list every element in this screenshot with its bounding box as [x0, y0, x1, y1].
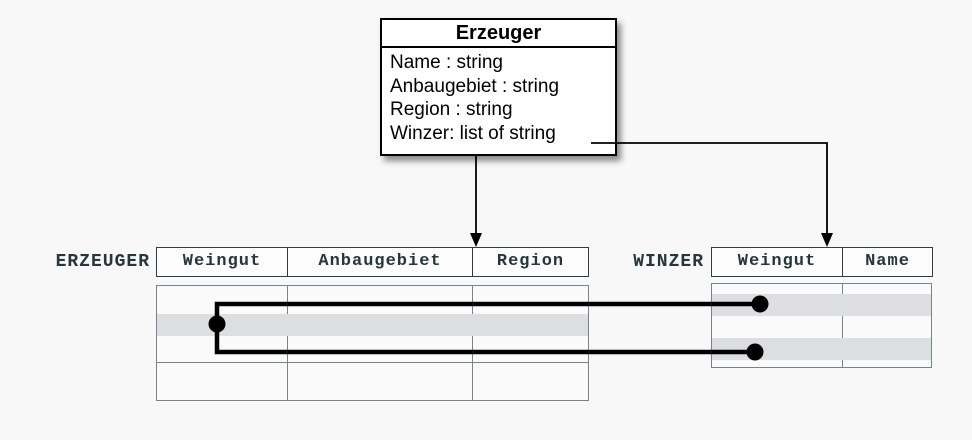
erzeuger-highlighted-row [157, 313, 588, 336]
winzer-highlighted-row-2 [712, 337, 931, 360]
winzer-body-table [711, 283, 932, 368]
winzer-table-label: WINZER [633, 252, 704, 272]
erzeuger-header-table: Weingut Anbaugebiet Region [156, 247, 589, 277]
class-attribute-anbaugebiet: Anbaugebiet : string [390, 75, 560, 97]
erzeuger-body-separator-1 [286, 286, 288, 400]
erzeuger-table-label: ERZEUGER [55, 252, 150, 272]
class-title: Erzeuger [382, 20, 615, 48]
erzeuger-column-weingut: Weingut [157, 248, 288, 276]
class-attribute-winzer: Winzer: list of string [390, 122, 556, 144]
winzer-body-separator [841, 284, 843, 367]
winzer-header-table: Weingut Name [711, 247, 933, 277]
winzer-highlighted-row-1 [712, 293, 931, 316]
arrow-winzer-attribute-to-winzer [591, 142, 828, 240]
class-attribute-name: Name : string [390, 52, 503, 73]
arrowhead-erzeuger-icon [470, 233, 482, 247]
erzeuger-body-table [156, 285, 589, 401]
erzeuger-body-separator-2 [471, 286, 473, 400]
winzer-column-weingut: Weingut [712, 248, 843, 276]
erzeuger-column-anbaugebiet: Anbaugebiet [288, 248, 473, 276]
erzeuger-body-rowline [157, 361, 588, 363]
class-attribute-region: Region : string [390, 99, 513, 120]
winzer-column-name: Name [865, 252, 910, 271]
class-attributes: Name : string Anbaugebiet : string Regio… [382, 48, 615, 145]
arrowhead-winzer-icon [821, 233, 833, 247]
uml-class-box-erzeuger: Erzeuger Name : string Anbaugebiet : str… [380, 18, 617, 156]
erzeuger-column-region: Region [496, 252, 565, 271]
